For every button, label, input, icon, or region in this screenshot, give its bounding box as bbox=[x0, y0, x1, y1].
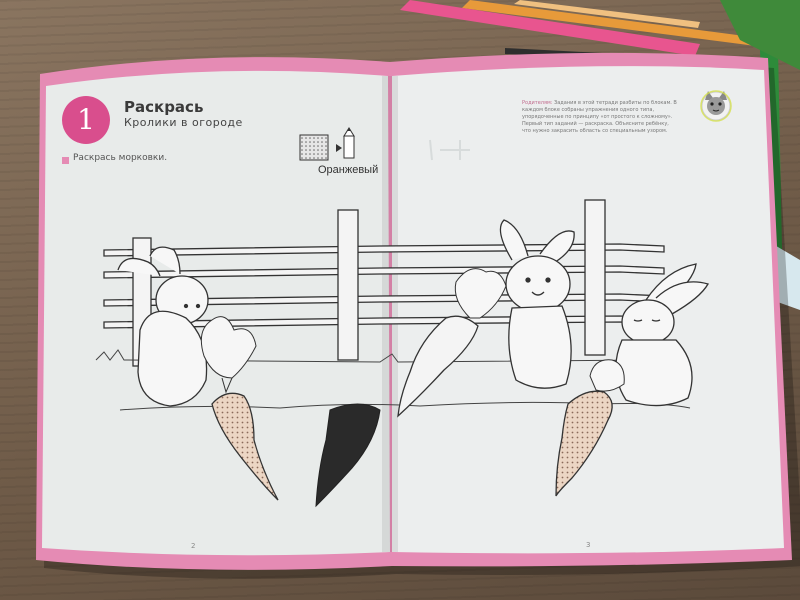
carrot-left bbox=[211, 392, 279, 501]
page-number-right: 3 bbox=[586, 541, 591, 549]
parents-note-text: Задания в этой тетради разбиты по блокам… bbox=[522, 100, 677, 134]
rabbit-middle bbox=[499, 219, 575, 389]
carrot-leaves-right bbox=[589, 359, 625, 392]
page-title: Раскрась bbox=[124, 98, 204, 116]
carrot-leaves-left bbox=[200, 316, 257, 394]
parents-note-label: Родителям: bbox=[522, 100, 553, 106]
rabbit-right bbox=[615, 263, 709, 407]
task-number-badge: 1 bbox=[62, 96, 110, 144]
page-subtitle: Кролики в огороде bbox=[124, 116, 243, 129]
carrot-big bbox=[397, 315, 479, 418]
pattern-swatch-icon bbox=[299, 134, 329, 161]
instruction-bullet bbox=[62, 157, 69, 164]
pencil-icon bbox=[343, 127, 355, 159]
parents-note: Родителям: Задания в этой тетради разбит… bbox=[522, 100, 677, 135]
color-hint-label: Оранжевый bbox=[318, 164, 379, 176]
left-page bbox=[42, 70, 390, 556]
rabbit-left bbox=[117, 246, 209, 407]
carrot-leaves-big bbox=[454, 268, 507, 319]
carrot-right bbox=[555, 390, 613, 497]
instruction-text: Раскрась морковки. bbox=[73, 153, 168, 163]
page-number-left: 2 bbox=[191, 542, 196, 550]
carrot-dark bbox=[315, 403, 381, 508]
cat-face-icon bbox=[700, 90, 732, 122]
